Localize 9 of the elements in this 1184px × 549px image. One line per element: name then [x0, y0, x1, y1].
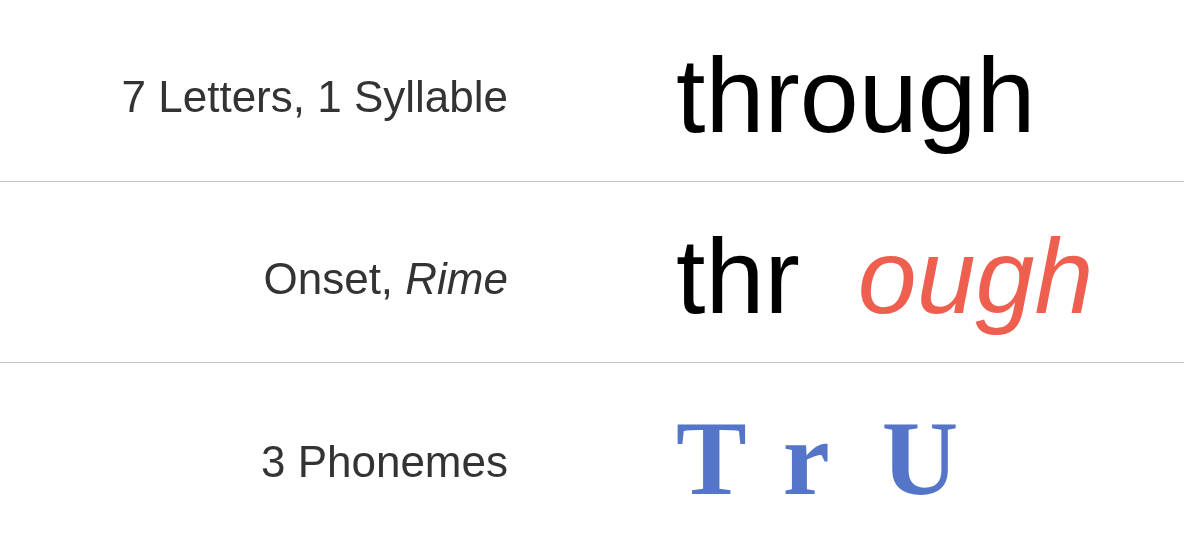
row-caption: 3 Phonemes	[260, 435, 508, 488]
word: through	[676, 34, 1036, 156]
row-caption: 7 Letters, 1 Syllable	[121, 71, 508, 124]
phoneme-symbol: U	[881, 399, 959, 520]
phoneme-symbol: T	[676, 399, 747, 520]
phoneme-symbol: r	[782, 399, 830, 520]
row-caption: Onset, Rime	[263, 252, 508, 305]
rime-letters: ough	[857, 216, 1095, 338]
onset-letters: thr	[676, 216, 800, 338]
